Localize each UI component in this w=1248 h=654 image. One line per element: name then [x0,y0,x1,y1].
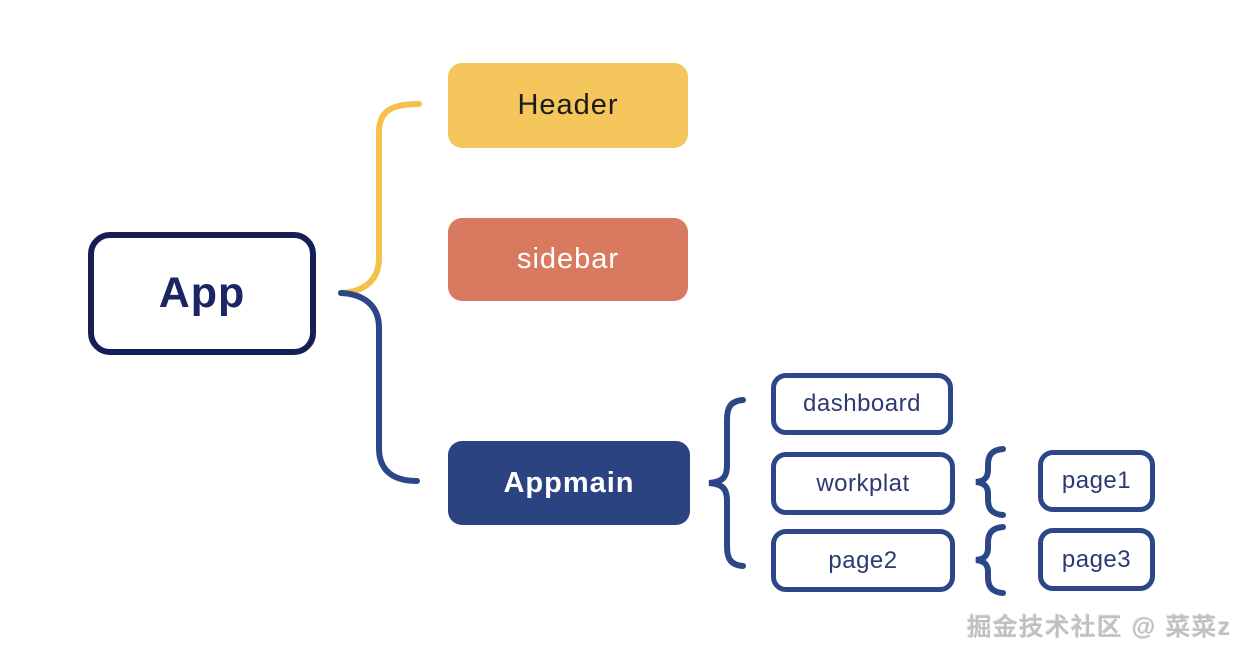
node-sidebar-label: sidebar [516,243,620,275]
node-header[interactable]: Header [448,63,688,148]
node-page2[interactable]: page2 [771,529,955,592]
node-appmain[interactable]: Appmain [448,441,690,525]
node-page1[interactable]: page1 [1038,450,1155,512]
watermark: 掘金技术社区 @ 菜菜z [967,614,1232,641]
brace-page2-page3 [975,524,1006,596]
node-dashboard[interactable]: dashboard [771,373,953,435]
node-header-label: Header [517,89,619,121]
node-page3[interactable]: page3 [1038,528,1155,591]
brace-appmain-children [708,397,746,569]
node-dashboard-label: dashboard [803,390,921,417]
node-app[interactable]: App [88,232,316,355]
brace-workplat-page1 [975,446,1006,518]
node-page3-label: page3 [1061,545,1132,573]
node-page1-label: page1 [1061,467,1132,494]
node-page2-label: page2 [828,546,898,574]
edge-app-header [338,101,422,296]
node-workplat-label: workplat [816,469,910,497]
node-app-label: App [158,269,246,317]
node-sidebar[interactable]: sidebar [448,218,688,301]
node-appmain-label: Appmain [503,466,635,499]
node-workplat[interactable]: workplat [771,452,955,515]
edge-app-appmain [338,290,420,484]
